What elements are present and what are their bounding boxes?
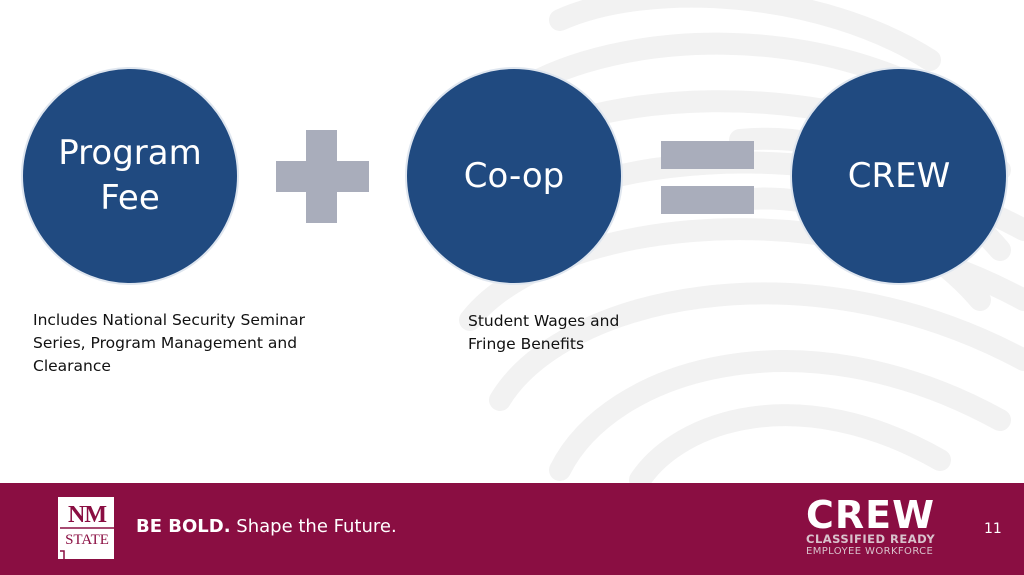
equals-icon-bar bbox=[661, 186, 754, 214]
tagline-bold: BE BOLD. bbox=[136, 516, 231, 537]
program-fee-label: Program Fee bbox=[58, 133, 202, 218]
crew-logo-line1: CLASSIFIED READY bbox=[806, 532, 936, 546]
tagline: BE BOLD. Shape the Future. bbox=[136, 515, 397, 539]
plus-icon-bar bbox=[276, 161, 369, 192]
nm-logo-top: NM bbox=[68, 502, 107, 528]
program-fee-circle: Program Fee bbox=[21, 67, 239, 285]
footer-bar bbox=[0, 483, 1024, 575]
co-op-label: Co-op bbox=[463, 155, 565, 196]
page-number: 11 bbox=[984, 521, 1002, 537]
tagline-rest: Shape the Future. bbox=[230, 516, 397, 537]
nm-state-logo: NM STATE bbox=[57, 496, 115, 560]
crew-logo-line2: EMPLOYEE WORKFORCE bbox=[806, 546, 934, 557]
nm-logo-bottom: STATE bbox=[65, 532, 109, 548]
program-fee-caption: Includes National Security Seminar Serie… bbox=[33, 311, 305, 375]
crew-logo: CREW CLASSIFIED READY EMPLOYEE WORKFORCE bbox=[806, 494, 951, 560]
crew-logo-word: CREW bbox=[806, 493, 936, 537]
co-op-caption: Student Wages and Fringe Benefits bbox=[468, 312, 620, 353]
crew-circle: CREW bbox=[790, 67, 1008, 285]
equals-icon bbox=[661, 141, 754, 169]
co-op-circle: Co-op bbox=[405, 67, 623, 285]
crew-label: CREW bbox=[847, 155, 951, 196]
